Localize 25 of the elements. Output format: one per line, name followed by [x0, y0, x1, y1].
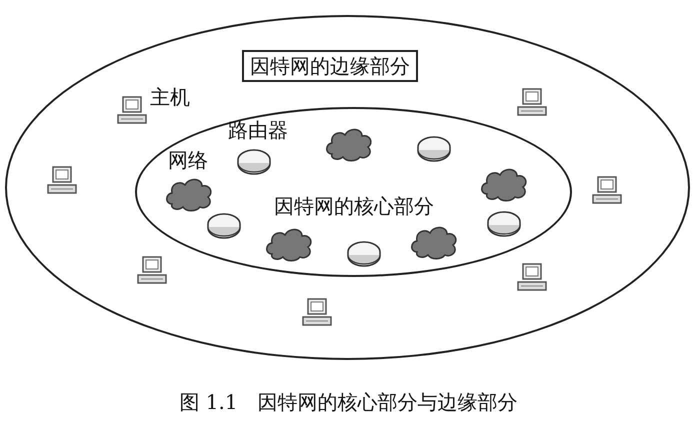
computer-icon — [592, 176, 622, 204]
router-icon — [486, 210, 522, 238]
router-icon — [346, 240, 382, 268]
router-icon — [236, 148, 272, 176]
cloud-icon — [479, 166, 529, 202]
computer-icon — [137, 256, 167, 284]
cloud-icon — [409, 224, 459, 260]
part-label: 主机 — [150, 85, 190, 109]
router-icon — [416, 135, 452, 163]
caption: 图 1.1 因特网的核心部分与边缘部分 — [178, 390, 519, 414]
part-label: 网络 — [168, 148, 208, 172]
region-label: 因特网的核心部分 — [274, 194, 434, 218]
cloud-icon — [164, 176, 214, 212]
cloud-icon — [264, 226, 314, 262]
ellipse-region — [135, 107, 572, 277]
computer-icon — [517, 88, 547, 116]
computer-icon — [517, 263, 547, 291]
cloud-icon — [324, 126, 374, 162]
part-label: 路由器 — [228, 118, 288, 142]
ellipse-region — [5, 15, 690, 360]
computer-icon — [117, 96, 147, 124]
computer-icon — [302, 298, 332, 326]
computer-icon — [47, 166, 77, 194]
title-label: 因特网的边缘部分 — [242, 50, 418, 82]
router-icon — [206, 212, 242, 240]
